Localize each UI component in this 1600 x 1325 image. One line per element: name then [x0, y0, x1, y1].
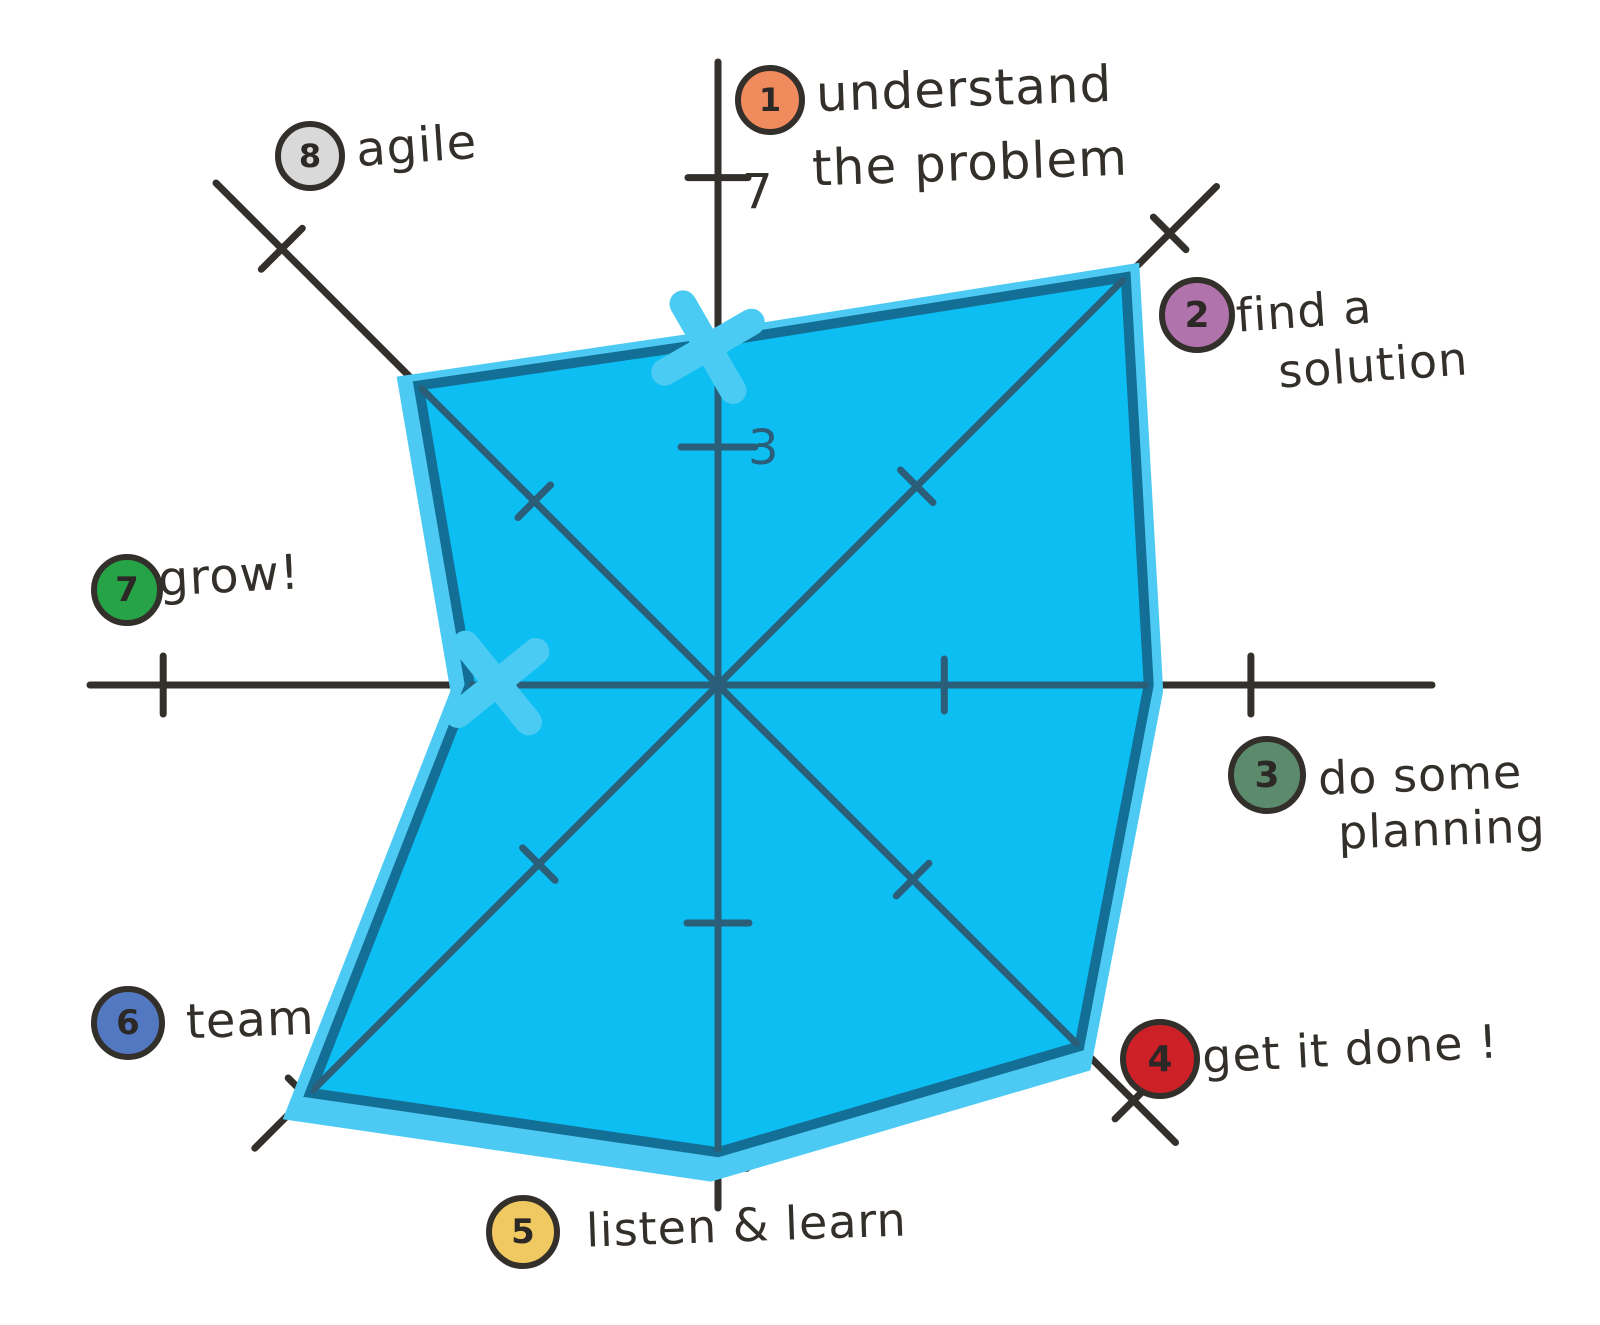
axis-badge-3: 3: [1228, 736, 1306, 814]
axis-tick: [519, 844, 559, 884]
axis-label-3-line-2: planning: [1337, 798, 1547, 860]
axis-badge-8: 8: [275, 121, 345, 191]
tick-label: 7: [742, 164, 773, 220]
axis-label-8: agile: [354, 113, 479, 179]
badge-number: 8: [298, 137, 322, 175]
axis-tick: [1149, 213, 1190, 254]
axis-label-3-line-1: do some: [1317, 744, 1524, 806]
axis-label-7: grow!: [156, 544, 302, 608]
badge-number: 3: [1254, 754, 1280, 796]
badge-number: 4: [1147, 1038, 1173, 1080]
axis-label-1-line-1: understand: [815, 54, 1114, 124]
axis-badge-2: 2: [1159, 277, 1235, 353]
axis-line: [310, 277, 722, 689]
badge-number: 6: [116, 1003, 140, 1043]
axis-label-1-line-2: the problem: [811, 128, 1129, 198]
axis-line: [714, 277, 1149, 689]
axis-line: [310, 681, 722, 1152]
badge-number: 2: [1184, 294, 1210, 336]
axis-label-2-line-1: find a: [1234, 279, 1374, 343]
badge-number: 7: [115, 570, 139, 610]
axis-badge-4: 4: [1120, 1019, 1200, 1099]
axis-label-6: team: [185, 989, 316, 1051]
x-marker: [651, 290, 765, 404]
badge-number: 5: [511, 1212, 535, 1252]
axis-badge-6: 6: [91, 986, 165, 1060]
axis-tick: [892, 859, 933, 900]
axis-badge-7: 7: [91, 554, 163, 626]
series-polygon: [303, 271, 1154, 1158]
badge-number: 1: [758, 81, 782, 119]
axis-badge-1: 1: [735, 65, 805, 135]
x-marker: [444, 630, 550, 736]
axis-badge-5: 5: [486, 1195, 560, 1269]
axis-tick: [257, 224, 306, 273]
axis-tick: [514, 481, 554, 521]
axis-label-5: listen & learn: [585, 1192, 908, 1258]
tick-label: 3: [748, 420, 779, 476]
axis-tick: [897, 466, 937, 506]
